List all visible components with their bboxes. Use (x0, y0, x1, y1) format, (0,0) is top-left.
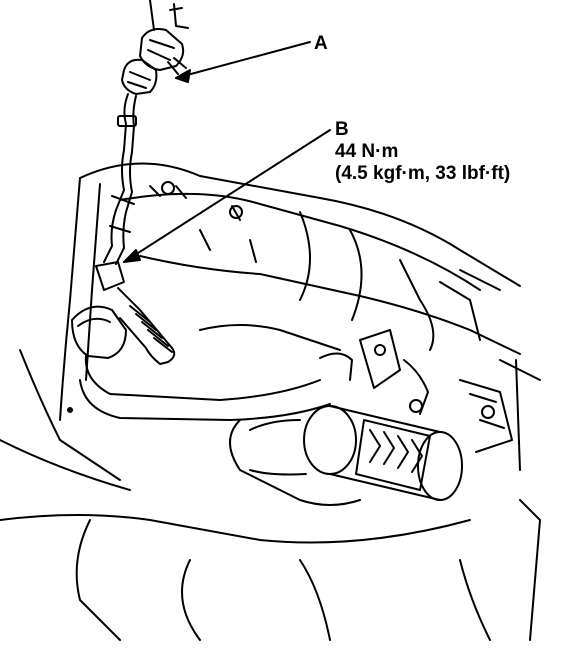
torque-spec-alternate-units: (4.5 kgf·m, 33 lbf·ft) (335, 163, 511, 184)
upper-frame-bracket (149, 0, 189, 31)
transmission-housing (79, 162, 521, 355)
rear-bracket-right (459, 359, 541, 471)
exhaust-flex-joint (229, 405, 463, 506)
oxygen-sensor-harness (103, 93, 137, 265)
sensor-connector-a (121, 28, 187, 95)
callout-a-leader (175, 41, 311, 83)
left-frame-rail (0, 177, 131, 491)
callout-label-b: B (335, 119, 349, 140)
center-mount-bracket (319, 329, 429, 415)
oxygen-sensor-b (95, 261, 176, 365)
floor-tunnel (0, 499, 541, 641)
callout-label-a: A (314, 33, 328, 54)
exhaust-front-pipe (71, 305, 341, 421)
torque-spec-nm: 44 N·m (335, 141, 399, 162)
